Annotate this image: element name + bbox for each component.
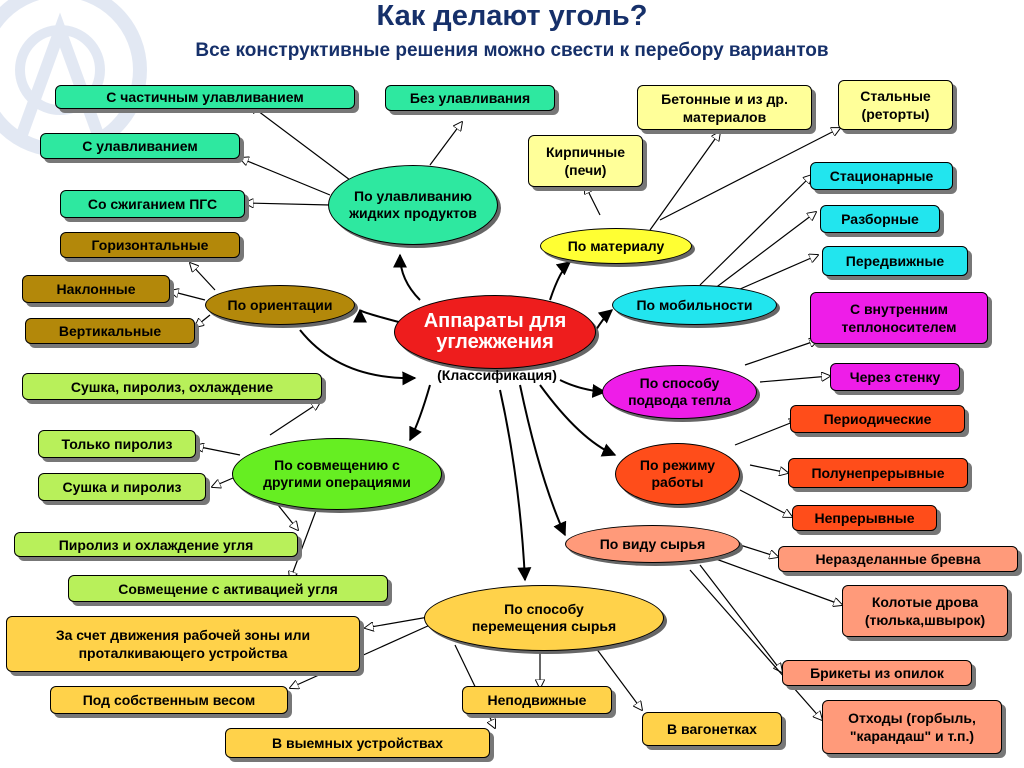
item-no-capture: Без улавливания (385, 85, 555, 111)
item-removable-devices: В выемных устройствах (225, 728, 490, 758)
category-heat-supply: По способу подвода тепла (602, 365, 757, 419)
item-waste: Отходы (горбыль, "карандаш" и т.п.) (822, 700, 1002, 754)
item-wagons: В вагонетках (642, 712, 782, 746)
item-concrete: Бетонные и из др. материалов (637, 85, 812, 130)
item-through-wall: Через стенку (830, 363, 960, 391)
center-node: Аппараты для углежжения (394, 295, 596, 369)
item-horizontal: Горизонтальные (60, 232, 240, 258)
page-title: Как делают уголь? (376, 0, 648, 32)
item-partial-capture: С частичным улавливанием (55, 85, 355, 109)
category-raw-material: По виду сырья (565, 525, 740, 563)
link-center-movement (499, 389, 532, 582)
item-continuous: Непрерывные (792, 505, 937, 531)
link-center-combination (409, 384, 431, 442)
link-center-liquid (393, 253, 421, 301)
item-vertical: Вертикальные (25, 318, 195, 344)
category-operating-mode: По режиму работы (615, 443, 740, 505)
link-center-mode (539, 384, 617, 457)
item-mobile: Передвижные (822, 246, 968, 276)
item-collapsible: Разборные (820, 205, 940, 233)
item-periodic: Периодические (790, 405, 965, 433)
link-center-raw (519, 384, 567, 537)
category-combination: По совмещению с другими операциями (232, 438, 442, 510)
category-orientation: По ориентации (205, 285, 355, 325)
item-inclined: Наклонные (22, 275, 170, 303)
item-steel: Стальные (реторты) (838, 80, 953, 130)
item-split-wood: Колотые дрова (тюлька,швырок) (842, 585, 1008, 637)
center-subtitle: (Классификация) (437, 367, 557, 383)
category-material: По материалу (540, 228, 692, 264)
item-burning-gas: Со сжиганием ПГС (60, 190, 245, 218)
category-liquid-products: По улавливанию жидких продуктов (328, 165, 498, 245)
item-semi-continuous: Полунепрерывные (788, 458, 968, 488)
link-center-material (549, 261, 572, 301)
item-moving-zone: За счет движения рабочей зоны или протал… (6, 616, 360, 672)
item-sawdust-briquettes: Брикеты из опилок (782, 660, 972, 686)
category-movement: По способу перемещения сырья (424, 585, 664, 651)
item-internal-carrier: С внутренним теплоносителем (810, 292, 988, 344)
item-with-capture: С улавливанием (40, 133, 240, 159)
item-own-weight: Под собственным весом (50, 686, 288, 714)
item-brick: Кирпичные (печи) (528, 135, 643, 187)
item-pyro-only: Только пиролиз (38, 430, 196, 458)
item-stationary: Стационарные (810, 162, 953, 190)
item-activation: Совмещение с активацией угля (68, 575, 388, 602)
item-dry-pyro-cool: Сушка, пиролиз, охлаждение (22, 373, 322, 400)
page-subtitle: Все конструктивные решения можно свести … (195, 40, 829, 61)
item-whole-logs: Неразделанные бревна (778, 546, 1018, 572)
item-pyro-and-cool: Пиролиз и охлаждение угля (14, 532, 298, 557)
link-center-heat (559, 379, 607, 398)
link-center-orientation-loop (299, 329, 417, 386)
category-mobility: По мобильности (612, 285, 777, 325)
item-dry-and-pyro: Сушка и пиролиз (38, 473, 206, 501)
item-stationary-load: Неподвижные (462, 686, 612, 714)
